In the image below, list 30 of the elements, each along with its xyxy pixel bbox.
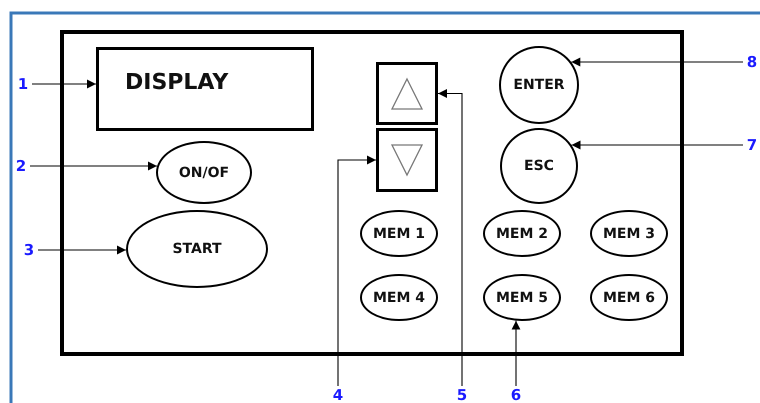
memory-button: MEM 4 (360, 274, 438, 321)
callout-number: 8 (745, 53, 759, 71)
callout-number: 6 (509, 386, 523, 403)
control-panel (60, 30, 684, 356)
down-button (376, 128, 438, 192)
leader-line (30, 162, 157, 170)
start-button: START (126, 210, 268, 288)
callout-number: 5 (455, 386, 469, 403)
memory-button: MEM 6 (590, 274, 668, 321)
callout-number: 4 (331, 386, 345, 403)
callout-number: 2 (14, 157, 28, 175)
leader-line (571, 58, 743, 66)
leader-line (337, 156, 376, 386)
memory-button: MEM 1 (360, 210, 438, 257)
leader-line (438, 89, 463, 386)
escape-button: ESC (500, 128, 578, 204)
callout-number: 1 (16, 75, 30, 93)
leader-line (32, 80, 96, 88)
memory-button: MEM 2 (483, 210, 561, 257)
enter-button: ENTER (499, 46, 579, 124)
display-screen: DISPLAY (96, 47, 314, 131)
leader-line (38, 246, 126, 254)
leader-line (572, 140, 743, 150)
callout-number: 7 (745, 136, 759, 154)
power-button: ON/OF (156, 141, 252, 204)
leader-line (512, 320, 520, 386)
callout-number: 3 (22, 241, 36, 259)
up-button (376, 62, 438, 125)
memory-button: MEM 3 (590, 210, 668, 257)
memory-button: MEM 5 (483, 274, 561, 321)
